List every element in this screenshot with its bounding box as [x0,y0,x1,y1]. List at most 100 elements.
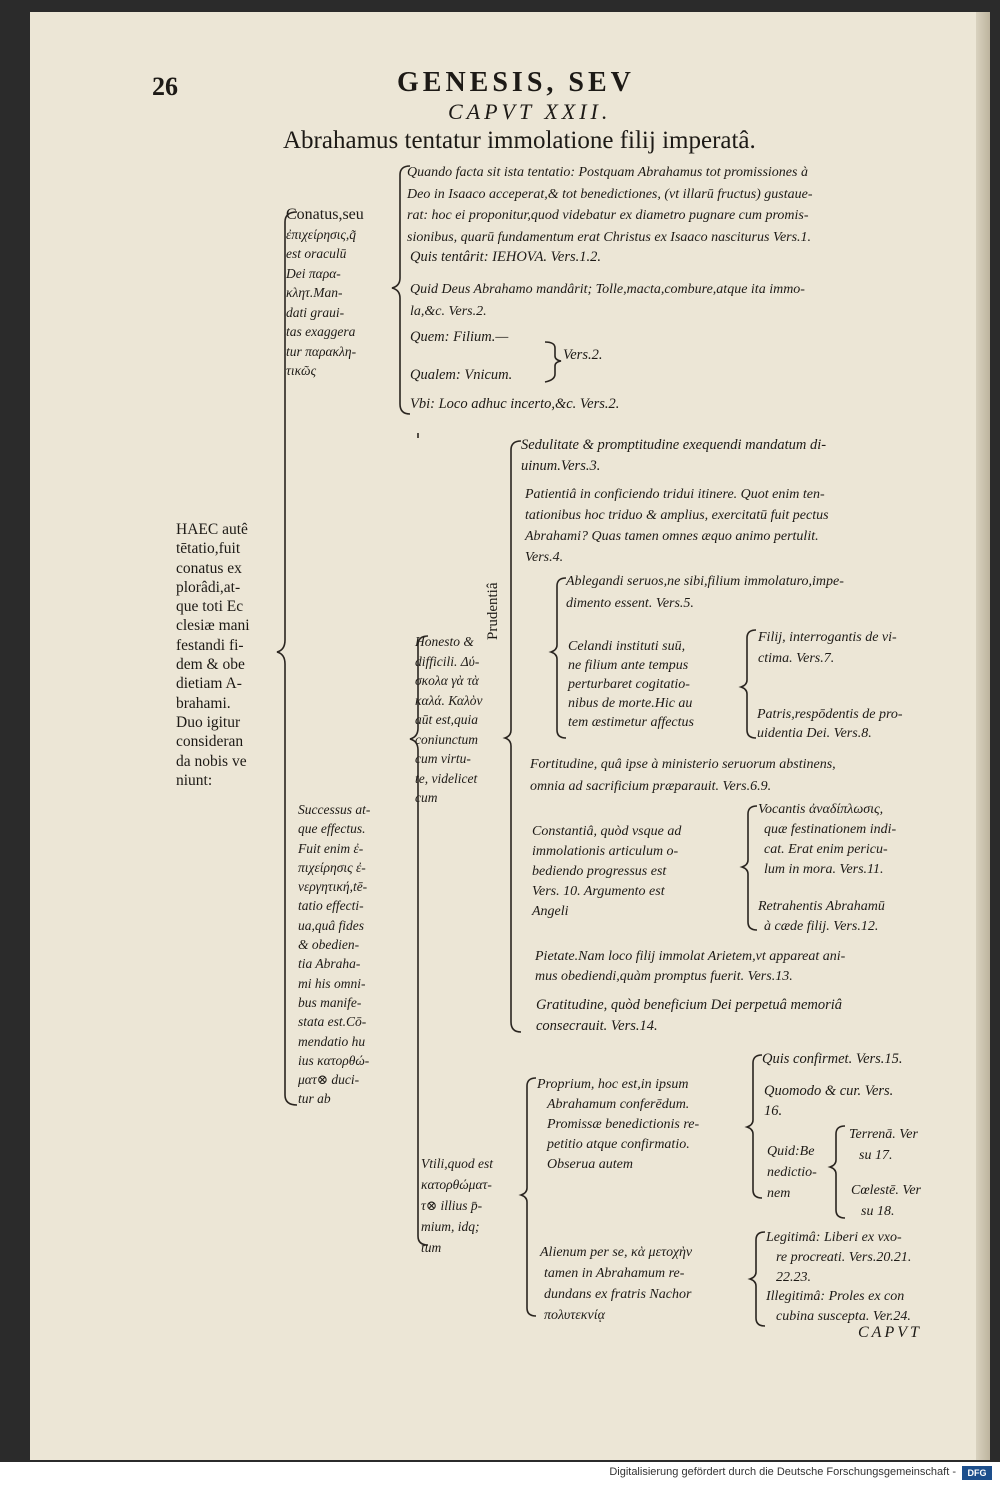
root-description: HAEC autê tētatio,fuit conatus ex plorâd… [176,520,250,790]
quis-confirmet-line: Quis confirmet. Vers.15. [762,1051,903,1067]
ablegandi-line: Ablegandi seruos,ne sibi,filium immolatu… [566,574,844,589]
successus-line: νεργητική,tē- [298,879,368,895]
vtili-line: τ⊗ illius p̄- [421,1198,483,1213]
patientia-line: Patientiâ in conficiendo tridui itinere.… [525,487,825,502]
successus-line: que effectus. [298,821,366,837]
quid-line: Quid Deus Abrahamo mandârit; Tolle,macta… [410,282,805,297]
proprium-line: Abrahamum conferēdum. [547,1097,690,1112]
quando-line: Deo in Isaaco acceperat,& tot benedictio… [407,186,813,202]
gratitudine-line: consecrauit. Vers.14. [536,1018,658,1034]
successus-main-brace [409,635,429,1246]
quando-line: sionibus, quarū fundamentum erat Christu… [407,229,812,245]
celandi-brace [738,629,757,739]
honesto-line: aūt est,quia [415,712,478,727]
conatus-line: ἐπιχείρησις,q̃ [286,226,357,242]
sedulitate-line: Sedulitate & promptitudine exequendi man… [521,437,827,453]
root-line: tētatio,fuit [176,540,241,558]
quem-qualem-reference: Vers.2. [563,347,603,363]
patientia-block: Patientiâ in conficiendo tridui itinere.… [525,484,829,568]
page-number: 26 [152,72,178,101]
honesto-line: coniunctum [415,731,478,747]
vbi-line: Vbi: Loco adhuc incerto,&c. Vers.2. [410,396,620,412]
illegitima-line: Illegitimâ: Proles ex con [766,1289,905,1304]
constantia-line: Vers. 10. Argumento est [532,884,665,899]
alienum-line: Alienum per se, κὰ μετοχὴν [540,1245,693,1260]
root-line: brahami. [176,694,231,712]
root-line: niunt: [176,771,213,789]
quid-block: Quid Deus Abrahamo mandârit; Tolle,macta… [410,279,805,323]
root-line: da nobis ve [176,752,247,770]
constantia-line: Angeli [532,904,569,919]
retrahentis-line: à cæde filij. Vers.12. [764,919,879,934]
vtili-brace [518,1077,537,1317]
quomodo-line: 16. [764,1103,783,1119]
proprium-brace [744,1054,763,1199]
legitima-line: re procreati. Vers.20.21. [776,1250,912,1265]
celandi-line: nibus de morte.Hic au [568,696,693,711]
quando-line: rat: hoc ei proponitur,quod videbatur ex… [407,208,809,223]
conatus-line: Conatus,seu [286,206,364,223]
constantia-line: bediendo progressus est [532,864,667,879]
honesto-line: σκολα γὰ τὰ [415,673,479,688]
conatus-line: dati graui- [286,304,345,320]
caeleste-line: su 18. [861,1204,895,1219]
proprium-line: Promissæ benedictionis re- [547,1117,700,1132]
successus-line: stata est.Cō- [298,1014,367,1030]
quomodo-block: Quomodo & cur. Vers. 16. [764,1081,893,1121]
sedulitate-block: Sedulitate & promptitudine exequendi man… [521,435,826,477]
page-title: Abrahamus tentatur immolatione filij imp… [283,127,756,154]
pietate-line: mus obediendi,quàm promptus fuerit. Vers… [535,969,793,984]
vocantis-line: quæ festinationem indi- [764,822,897,837]
fortitudine-line: Fortitudine, quâ ipse à ministerio seruo… [530,757,836,772]
running-title: GENESIS, SEV [397,67,635,98]
prudentia-brace [548,577,567,739]
successus-line: bus manife- [298,994,362,1010]
legitima-block: Legitimâ: Liberi ex vxo- re procreati. V… [766,1228,911,1288]
root-line: clesiæ mani [176,617,250,635]
root-line: Duo igitur [176,713,241,731]
honesto-line: cum [415,790,438,805]
successus-line: tatio effecti- [298,898,364,914]
root-line: dem & obe [176,656,245,674]
patientia-line: Abrahami? Quas tamen omnes æquo animo pe… [525,529,819,544]
celandi-line: ne filium ante tempus [568,658,689,673]
successus-line: Fuit enim ἐ- [298,840,364,856]
patientia-line: Vers.4. [525,550,564,565]
quid-be-line: nedictio- [767,1165,817,1180]
filij-line: Filij, interrogantis de vi- [758,630,897,645]
ablegandi-block: Ablegandi seruos,ne sibi,filium immolatu… [566,571,844,615]
sedulitate-line: uinum.Vers.3. [521,458,601,474]
root-line: plorâdi,at- [176,578,241,596]
quis-line: Quis tentârit: IEHOVA. Vers.1.2. [410,249,602,265]
alienum-line: πολυτεκνίᾳ [544,1308,605,1323]
successus-block: Successus at- que effectus. Fuit enim ἐ-… [298,800,370,1109]
constantia-line: immolationis articulum o- [532,844,679,859]
patris-block: Patris,respōdentis de pro- uidentia Dei.… [757,705,903,743]
patientia-line: tationibus hoc triduo & amplius, exercit… [525,508,829,523]
illegitima-block: Illegitimâ: Proles ex con cubina suscept… [766,1287,911,1327]
terrena-line: Terrenā. Ver [849,1127,918,1142]
root-line: festandi fi- [176,636,244,654]
successus-line: ματ⊗ duci- [298,1072,360,1088]
illegitima-line: cubina suscepta. Ver.24. [776,1309,911,1324]
celandi-block: Celandi instituti suū, ne filium ante te… [568,637,694,732]
conatus-line: tur παρακλη- [286,343,357,359]
fortitudine-block: Fortitudine, quâ ipse à ministerio seruo… [530,754,836,798]
root-line: consideran [176,733,244,751]
conatus-line: Dei παρα- [286,265,341,281]
honesto-line: te, videlicet [415,770,478,786]
vtili-line: tum [421,1240,442,1255]
celandi-line: perturbaret cogitatio- [568,677,690,692]
root-line: HAEC autê [176,521,248,538]
honesto-line: difficili. Δύ- [415,653,480,669]
successus-line: ua,quâ fides [298,917,364,933]
vocantis-line: cat. Erat enim pericu- [764,842,888,857]
successus-line: & obedien- [298,937,360,953]
terrena-line: su 17. [859,1148,893,1163]
benedictio-brace [827,1125,846,1219]
legitima-line: Legitimâ: Liberi ex vxo- [766,1230,902,1245]
constantia-block: Constantiâ, quòd vsque ad immolationis a… [532,822,681,922]
honesto-block: Honesto & difficili. Δύ- σκολα γὰ τὰ καλ… [415,632,483,808]
fortitudine-line: omnia ad sacrificium præparauit. Vers.6.… [530,779,772,794]
